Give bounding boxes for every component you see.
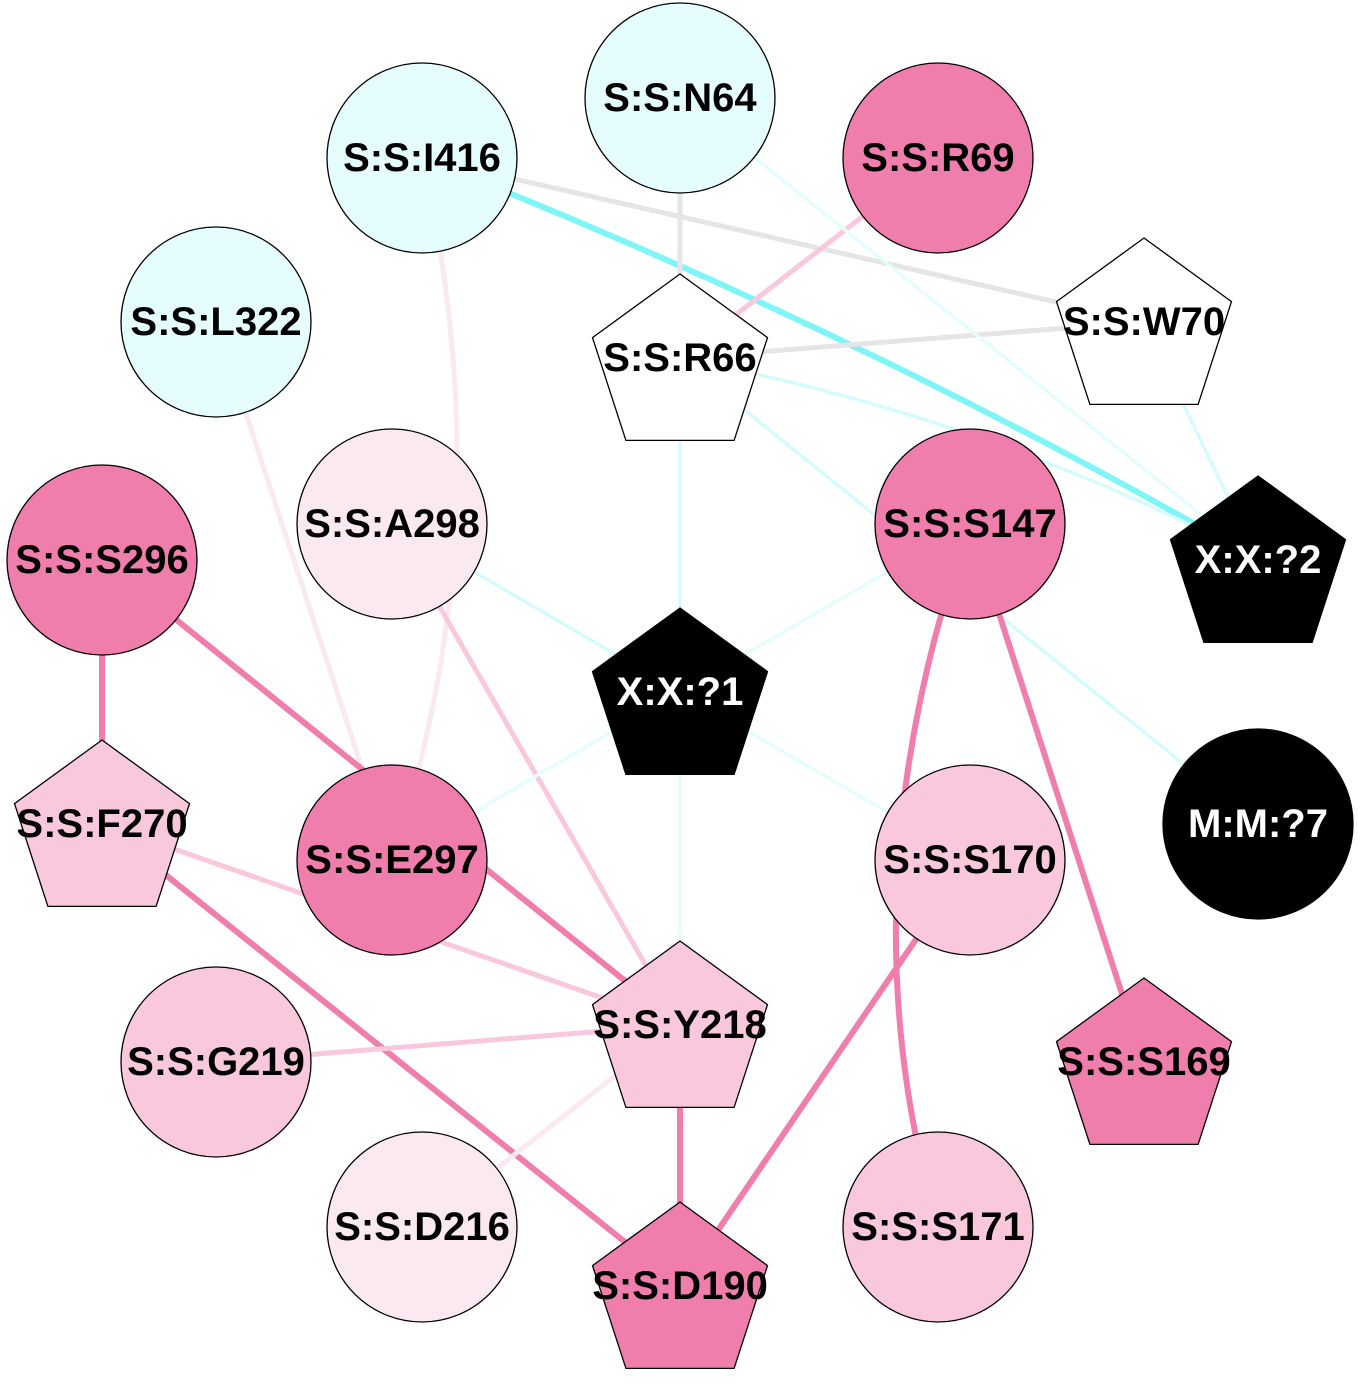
edge-s-s-f270-to-s-s-d190 [99,821,683,1289]
edge-s-s-n64-to-x-x-2 [678,96,1260,562]
node-label: X:X:?2 [1195,538,1322,582]
node-label: S:S:D216 [334,1205,510,1249]
node-x-x-2[interactable]: X:X:?2 [1169,475,1347,644]
node-s-s-w70[interactable]: S:S:W70 [1055,237,1233,406]
node-s-s-s171[interactable]: S:S:S171 [842,1131,1034,1323]
node-s-s-r69[interactable]: S:S:R69 [842,62,1034,254]
node-circle-shape [6,464,198,656]
node-s-s-n64[interactable]: S:S:N64 [584,2,776,194]
node-pentagon-shape [591,1201,769,1370]
node-s-s-d190[interactable]: S:S:D190 [591,1201,769,1370]
node-circle-shape [842,1131,1034,1323]
node-label: S:S:I416 [343,136,501,180]
node-circle-shape [120,966,312,1158]
node-pentagon-shape [13,739,191,908]
node-circle-shape [874,428,1066,620]
node-s-s-s296[interactable]: S:S:S296 [6,464,198,656]
node-s-s-s169[interactable]: S:S:S169 [1055,977,1233,1146]
node-circle-shape [584,2,776,194]
node-s-s-d216[interactable]: S:S:D216 [326,1131,518,1323]
node-circle-shape [296,764,488,956]
node-s-s-a298[interactable]: S:S:A298 [296,428,488,620]
node-label: S:S:W70 [1063,300,1225,344]
node-label: S:S:R66 [603,336,756,380]
node-circle-shape [326,62,518,254]
node-label: S:S:S170 [883,838,1056,882]
node-circle-shape [326,1131,518,1323]
node-label: S:S:Y218 [593,1003,766,1047]
edge-s-s-i416-to-s-s-w70 [419,155,1147,325]
node-pentagon-shape [591,940,769,1109]
node-label: S:S:E297 [305,838,478,882]
node-s-s-y218[interactable]: S:S:Y218 [591,940,769,1109]
node-label: S:S:G219 [127,1040,305,1084]
node-label: S:S:N64 [603,76,757,120]
node-label: S:S:S171 [851,1205,1024,1249]
node-label: S:S:S296 [15,538,188,582]
node-s-s-g219[interactable]: S:S:G219 [120,966,312,1158]
node-s-s-s147[interactable]: S:S:S147 [874,428,1066,620]
node-label: S:S:R69 [861,136,1014,180]
node-circle-shape [120,226,312,418]
node-s-s-e297[interactable]: S:S:E297 [296,764,488,956]
node-pentagon-shape [591,273,769,442]
node-label: M:M:?7 [1188,802,1328,846]
node-label: S:S:L322 [130,300,301,344]
node-pentagon-shape [591,607,769,776]
node-circle-shape [842,62,1034,254]
node-label: S:S:S147 [883,502,1056,546]
node-m-m-7[interactable]: M:M:?7 [1162,728,1354,920]
node-s-s-s170[interactable]: S:S:S170 [874,764,1066,956]
node-circle-shape [1162,728,1354,920]
node-pentagon-shape [1055,977,1233,1146]
node-label: X:X:?1 [617,670,744,714]
node-s-s-f270[interactable]: S:S:F270 [13,739,191,908]
node-s-s-r66[interactable]: S:S:R66 [591,273,769,442]
nodes-layer: S:S:I416S:S:N64S:S:R69S:S:L322S:S:R66S:S… [6,2,1354,1370]
node-circle-shape [874,764,1066,956]
node-s-s-i416[interactable]: S:S:I416 [326,62,518,254]
node-pentagon-shape [1055,237,1233,406]
node-label: S:S:D190 [592,1264,768,1308]
node-x-x-1[interactable]: X:X:?1 [591,607,769,776]
node-label: S:S:F270 [16,802,187,846]
node-circle-shape [296,428,488,620]
node-label: S:S:S169 [1057,1040,1230,1084]
node-s-s-l322[interactable]: S:S:L322 [120,226,312,418]
node-label: S:S:A298 [304,502,480,546]
node-pentagon-shape [1169,475,1347,644]
